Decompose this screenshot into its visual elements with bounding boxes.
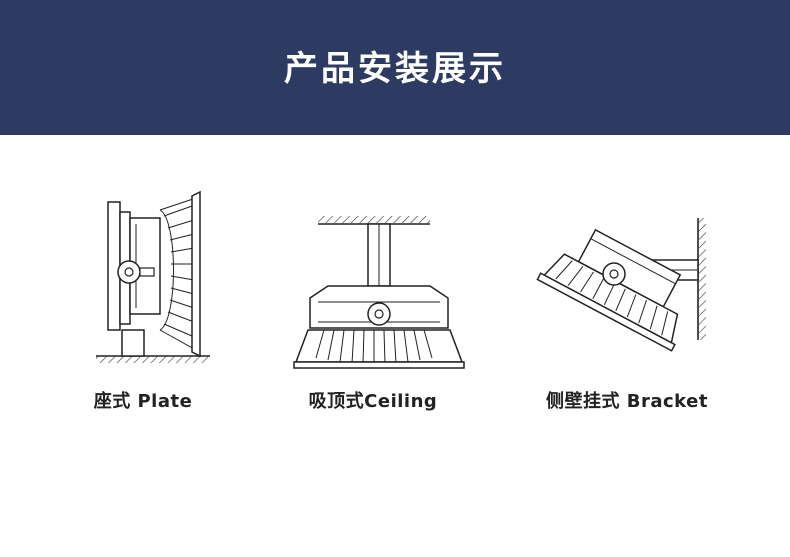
ceiling-mount-lamp-icon <box>293 216 465 369</box>
caption-ceiling: 吸顶式Ceiling <box>308 391 438 412</box>
plate-mount-lamp-icon <box>96 190 210 363</box>
installation-plate: 座式 Plate <box>28 180 258 420</box>
installation-ceiling: 吸顶式Ceiling <box>258 180 488 420</box>
installation-bracket: 侧壁挂式 Bracket <box>512 180 742 420</box>
wall-bracket-lamp-icon <box>536 218 706 352</box>
title-banner: 产品安装展示 <box>0 0 790 135</box>
caption-bracket: 侧壁挂式 Bracket <box>546 391 708 412</box>
caption-plate: 座式 Plate <box>93 391 193 412</box>
banner-title: 产品安装展示 <box>284 49 506 89</box>
